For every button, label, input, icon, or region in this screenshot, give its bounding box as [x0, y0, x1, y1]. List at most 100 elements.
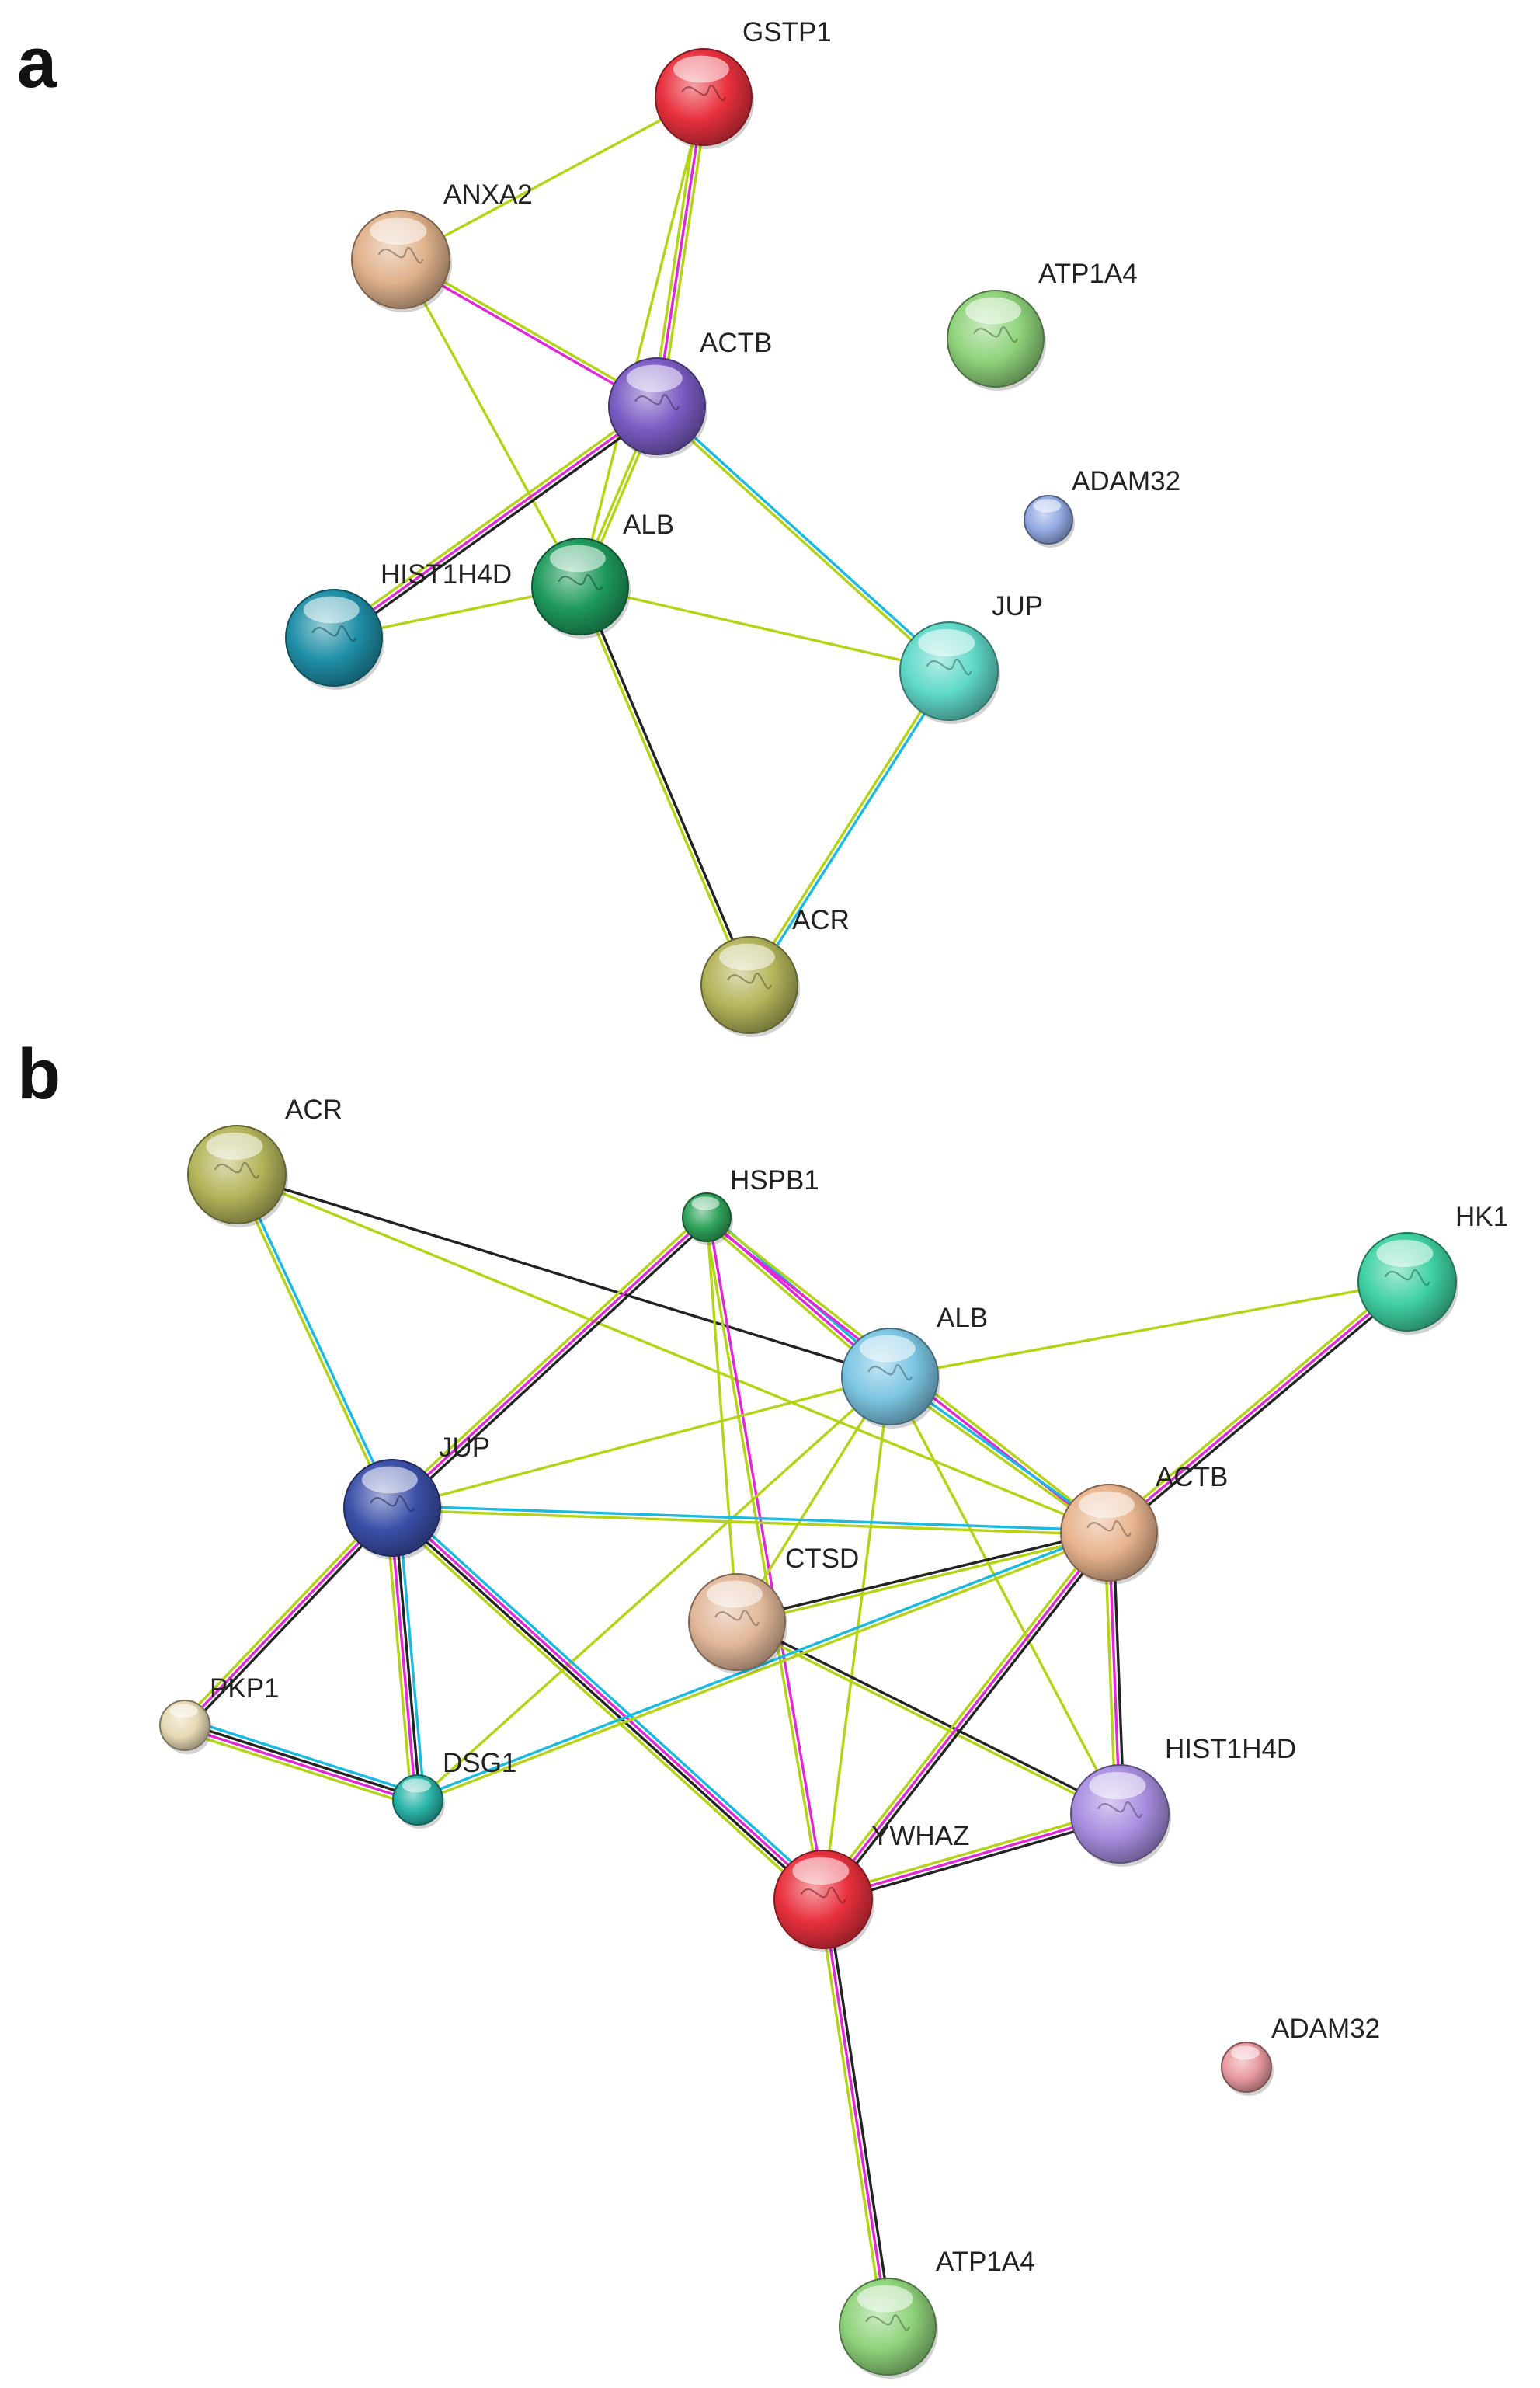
- edge-line-textmining: [384, 1507, 413, 1802]
- node-label: ALB: [623, 510, 674, 540]
- node-highlight: [206, 1132, 263, 1161]
- node-hspb1[interactable]: HSPB1: [682, 1165, 819, 1245]
- node-label: GSTP1: [742, 17, 832, 47]
- edge-line-coexpression: [335, 408, 661, 643]
- edge-jup-pkp1: [180, 1503, 397, 1730]
- panel-b-edges: [180, 1172, 1412, 2329]
- node-structure-icon: [926, 658, 972, 676]
- edge-line-coexpression: [186, 1509, 397, 1730]
- node-highlight: [1089, 1771, 1146, 1800]
- edge-line-experiments: [822, 1898, 889, 2328]
- edge-line-coexpression: [735, 1529, 1111, 1622]
- edge-acr-alb: [235, 1173, 892, 1378]
- node-highlight: [673, 55, 729, 83]
- node-highlight: [1033, 499, 1062, 513]
- node-structure-icon: [800, 1886, 846, 1904]
- edge-line-coexpression: [235, 1173, 892, 1378]
- edge-line-database: [185, 1718, 422, 1795]
- node-label: ADAM32: [1072, 466, 1180, 496]
- edge-line-textmining: [181, 1730, 418, 1808]
- edge-line-database: [391, 1504, 1111, 1532]
- node-acr[interactable]: ACR: [187, 1095, 342, 1227]
- edge-line-textmining: [388, 1213, 705, 1506]
- node-jup[interactable]: JUP: [899, 591, 1043, 724]
- node-highlight: [706, 1580, 763, 1608]
- node-label: JUP: [439, 1432, 490, 1463]
- node-highlight: [691, 1196, 720, 1210]
- edge-line-database: [395, 1502, 829, 1896]
- node-atp1a4[interactable]: ATP1A4: [947, 259, 1138, 391]
- node-adam32[interactable]: ADAM32: [1024, 466, 1180, 548]
- node-highlight: [965, 297, 1021, 325]
- edge-line-textmining: [888, 1280, 1409, 1378]
- node-highlight: [626, 364, 683, 392]
- node-structure-icon: [1097, 1801, 1143, 1819]
- edge-alb-jup: [579, 585, 951, 673]
- edge-line-coexpression: [389, 1508, 823, 1902]
- edge-line-textmining: [659, 96, 710, 409]
- node-highlight: [859, 1335, 916, 1363]
- edge-line-experiments: [183, 1506, 394, 1727]
- node-actb[interactable]: ACTB: [1060, 1462, 1228, 1585]
- edge-line-textmining: [416, 1375, 892, 1801]
- node-structure-icon: [865, 2314, 910, 2331]
- edge-actb-ywhaz: [818, 1528, 1114, 1904]
- node-ctsd[interactable]: CTSD: [688, 1544, 859, 1674]
- edge-line-textmining: [417, 1533, 1111, 1804]
- edge-jup-acr: [746, 668, 953, 988]
- node-label: ACTB: [700, 328, 772, 358]
- edge-line-coexpression: [394, 1219, 711, 1513]
- node-pkp1[interactable]: PKP1: [159, 1673, 280, 1754]
- node-alb[interactable]: ALB: [841, 1303, 988, 1429]
- node-structure-icon: [973, 326, 1018, 343]
- node-hist1h4d[interactable]: HIST1H4D: [1070, 1734, 1296, 1867]
- node-anxa2[interactable]: ANXA2: [351, 179, 533, 312]
- node-highlight: [1078, 1491, 1135, 1519]
- node-structure-icon: [311, 625, 356, 642]
- edge-line-textmining: [235, 1173, 1111, 1534]
- node-hist1h4d[interactable]: HIST1H4D: [285, 559, 512, 690]
- node-adam32[interactable]: ADAM32: [1221, 2014, 1380, 2096]
- edge-line-textmining: [820, 1808, 1121, 1897]
- node-highlight: [549, 545, 606, 573]
- node-highlight: [918, 628, 975, 657]
- node-acr[interactable]: ACR: [700, 905, 850, 1037]
- edge-alb-dsg1: [416, 1375, 892, 1801]
- edge-line-textmining: [391, 1375, 892, 1509]
- edge-line-coexpression: [822, 1816, 1123, 1905]
- node-ywhaz[interactable]: YWHAZ: [773, 1821, 969, 1952]
- node-hk1[interactable]: HK1: [1357, 1202, 1508, 1335]
- node-highlight: [718, 943, 775, 971]
- edge-actb-hist1h4d: [330, 401, 661, 643]
- edge-line-experiments: [707, 1215, 827, 1901]
- node-gstp1[interactable]: GSTP1: [655, 17, 832, 149]
- edge-line-database: [237, 1172, 396, 1509]
- edge-hk1-actb: [1104, 1277, 1412, 1537]
- node-label: HSPB1: [730, 1165, 819, 1196]
- node-label: ACTB: [1156, 1462, 1228, 1492]
- node-alb[interactable]: ALB: [531, 510, 674, 639]
- node-structure-icon: [634, 394, 680, 411]
- edge-line-textmining: [888, 1375, 1121, 1815]
- node-label: HIST1H4D: [381, 559, 512, 590]
- edge-line-textmining: [579, 585, 951, 673]
- edge-line-coexpression: [825, 1533, 1114, 1904]
- node-structure-icon: [867, 1364, 913, 1381]
- node-actb[interactable]: ACTB: [608, 328, 772, 458]
- node-dsg1[interactable]: DSG1: [392, 1748, 516, 1829]
- edge-acr-jup: [233, 1172, 396, 1510]
- edge-line-textmining: [233, 1174, 392, 1510]
- node-highlight: [370, 217, 427, 245]
- edge-dsg1-actb: [415, 1529, 1111, 1804]
- node-structure-icon: [681, 85, 726, 102]
- edge-line-textmining: [576, 586, 749, 987]
- node-structure-icon: [1086, 1520, 1132, 1537]
- node-jup[interactable]: JUP: [343, 1432, 490, 1560]
- node-label: JUP: [992, 591, 1043, 621]
- edge-line-experiments: [1107, 1280, 1409, 1534]
- edge-hist1h4d-ywhaz: [820, 1808, 1123, 1905]
- node-atp1a4[interactable]: ATP1A4: [839, 2247, 1035, 2379]
- edge-line-textmining: [746, 668, 949, 986]
- node-label: YWHAZ: [871, 1821, 969, 1851]
